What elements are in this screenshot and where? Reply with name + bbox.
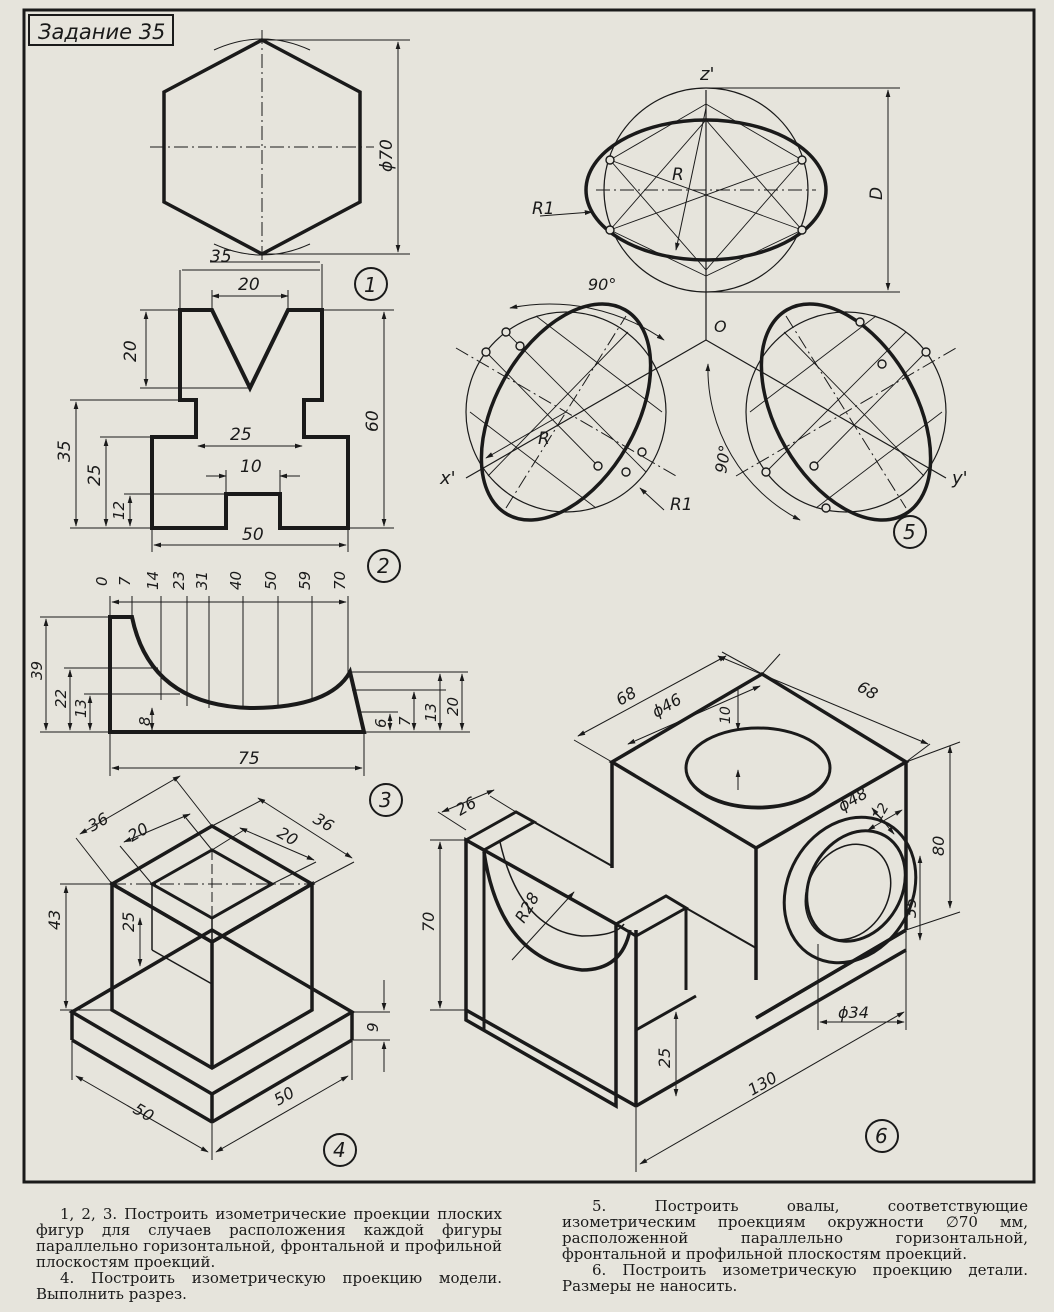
fig5-angle-top: 90°	[588, 275, 616, 294]
figure-3-profile	[40, 596, 470, 776]
fig6-top-right: 68	[854, 677, 881, 704]
fig2-slot-depth: 12	[110, 501, 128, 520]
fig5-radius-top: R	[672, 165, 684, 185]
fig3-dim-6: 6	[372, 718, 390, 728]
fig3-dim-8: 8	[136, 716, 154, 726]
fig3-dim-13: 13	[72, 699, 90, 718]
figure-4-number-circle	[323, 1133, 357, 1167]
fig5-r1-top: R1	[532, 199, 555, 219]
fig5-angle-right: 90°	[711, 443, 735, 474]
fig3-station: 40	[227, 571, 245, 590]
figure-5-isometric-ovals	[455, 87, 957, 522]
caption-left: 1, 2, 3. Построить изометрические проекц…	[36, 1206, 502, 1302]
fig3-station-labels: 0 7 14 23 31 40 50 59 70	[93, 571, 349, 590]
fig6-base-h: 25	[655, 1048, 674, 1068]
fig4-inner-left: 20	[125, 819, 152, 846]
caption-right: 5. Построить овалы, соответствующие изом…	[562, 1198, 1028, 1294]
fig5-axis-x: x'	[439, 468, 456, 489]
fig6-slot-w: 26	[453, 793, 480, 820]
fig6-bore: ϕ34	[838, 1003, 869, 1022]
fig3-station: 23	[170, 571, 188, 590]
fig3-station: 31	[193, 571, 211, 590]
fig5-axis-y: y'	[951, 468, 968, 489]
fig6-inner-h: 35	[901, 898, 920, 918]
figure-1-number-circle	[354, 267, 388, 301]
figure-2-number: 2	[377, 554, 390, 578]
fig2-slot-width: 10	[240, 457, 262, 477]
fig2-notch-depth: 20	[121, 340, 141, 362]
fig2-inner-width: 25	[230, 425, 252, 445]
figure-1-hexagon	[150, 30, 410, 264]
figure-5-number-circle	[893, 515, 927, 549]
fig6-radius: R28	[511, 889, 543, 926]
fig3-dim-20: 20	[444, 697, 462, 716]
fig6-hole-depth: 10	[718, 706, 734, 724]
fig3-station: 0	[93, 576, 111, 586]
figure-1-number: 1	[364, 273, 377, 297]
fig5-radius-left: R	[538, 429, 550, 449]
fig5-r1-left: R1	[670, 495, 693, 515]
fig6-side-depth: 12	[870, 800, 893, 824]
fig2-base-width: 50	[242, 525, 264, 545]
fig4-top-right: 36	[310, 809, 337, 836]
fig3-dim-7: 7	[396, 716, 414, 726]
fig3-length: 75	[238, 749, 260, 769]
fig5-axis-z: z'	[699, 64, 714, 85]
fig6-top-left: 68	[613, 683, 640, 710]
task-title: Задание 35	[28, 14, 174, 46]
fig6-height: 80	[929, 836, 948, 856]
caption-left-item-1: 1, 2, 3. Построить изометрические проекц…	[36, 1205, 502, 1271]
fig3-dim-22: 22	[52, 689, 70, 708]
figure-6-number-circle	[865, 1119, 899, 1153]
fig3-station: 7	[116, 576, 134, 586]
fig1-diameter-label: ϕ70	[377, 139, 397, 172]
fig3-station: 70	[331, 571, 349, 590]
caption-left-item-2: 4. Построить изометрическую проекцию мод…	[36, 1269, 502, 1303]
fig4-depth: 25	[119, 912, 138, 932]
fig5-diameter: D	[867, 187, 887, 200]
figure-5-number: 5	[903, 520, 916, 544]
figure-4-isometric-model	[60, 775, 390, 1160]
fig5-origin: O	[714, 317, 727, 336]
figure-4-number: 4	[333, 1138, 346, 1162]
fig3-dim-13r: 13	[422, 703, 440, 722]
fig3-dim-39: 39	[28, 661, 46, 680]
fig4-inner-right: 20	[274, 823, 301, 850]
fig2-step-height: 35	[55, 440, 75, 462]
fig3-station: 14	[144, 571, 162, 590]
fig4-top-left: 36	[85, 809, 112, 836]
fig2-height: 60	[363, 410, 383, 432]
caption-right-item-2: 6. Построить изометрическую проекцию дет…	[562, 1261, 1028, 1295]
figure-6-isometric-part	[430, 651, 961, 1172]
sheet-frame	[22, 8, 1036, 1184]
figure-3-number: 3	[379, 788, 392, 812]
fig1-width-label: 35	[210, 247, 232, 267]
fig6-length: 130	[745, 1068, 781, 1100]
figure-3-number-circle	[369, 783, 403, 817]
fig6-hole-top: ϕ46	[649, 690, 685, 722]
fig3-station: 59	[296, 571, 314, 590]
figure-2-number-circle	[367, 549, 401, 583]
fig4-base-left: 50	[130, 1099, 157, 1126]
fig2-inner-height: 25	[85, 464, 105, 486]
fig4-height: 43	[45, 910, 64, 930]
figure-2-profile	[70, 264, 394, 552]
fig4-base-height: 9	[364, 1022, 382, 1032]
fig3-station: 50	[262, 571, 280, 590]
fig6-hole-side: ϕ48	[835, 784, 871, 816]
fig6-wall-h: 70	[419, 912, 438, 932]
caption-right-item-1: 5. Построить овалы, соответствующие изом…	[562, 1197, 1028, 1263]
figure-6-number: 6	[875, 1124, 888, 1148]
fig2-top-width: 20	[238, 275, 260, 295]
